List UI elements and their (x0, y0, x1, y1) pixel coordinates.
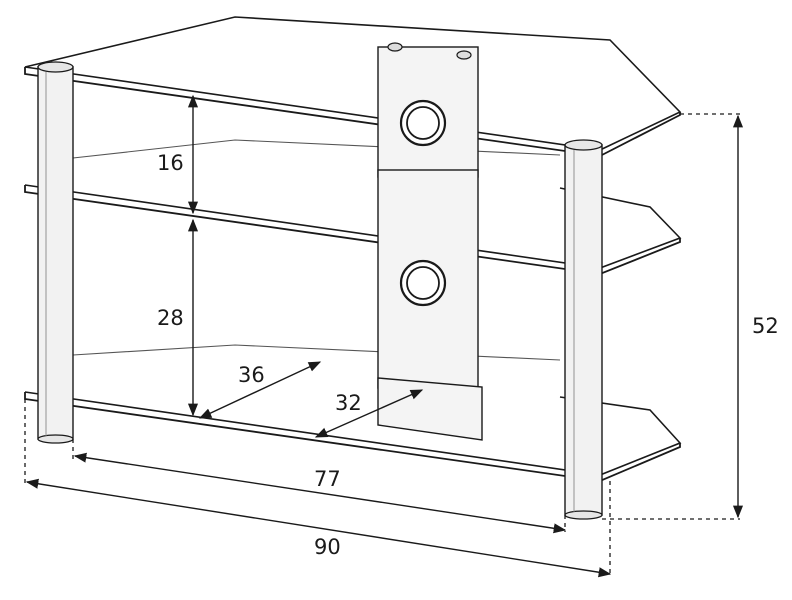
label-shelf-gap-top: 16 (157, 151, 184, 175)
label-total-height: 52 (752, 314, 779, 338)
top-shelf (24, 16, 682, 159)
label-depth-outer: 36 (238, 363, 265, 387)
cable-hole-upper-icon (399, 99, 447, 147)
label-depth-inner: 32 (335, 391, 362, 415)
left-post (37, 61, 74, 444)
center-spine-panel (377, 42, 483, 441)
panel-foot (377, 377, 483, 441)
dim-line-width-outer (25, 478, 612, 578)
right-post (564, 139, 603, 520)
dim-line-depth-outer (198, 361, 322, 419)
dim-line-depth-inner (314, 389, 424, 438)
label-width-outer: 90 (314, 535, 341, 559)
cable-hole-lower-icon (399, 259, 447, 307)
label-shelf-gap-middle: 28 (157, 306, 184, 330)
label-width-inner: 77 (314, 467, 341, 491)
